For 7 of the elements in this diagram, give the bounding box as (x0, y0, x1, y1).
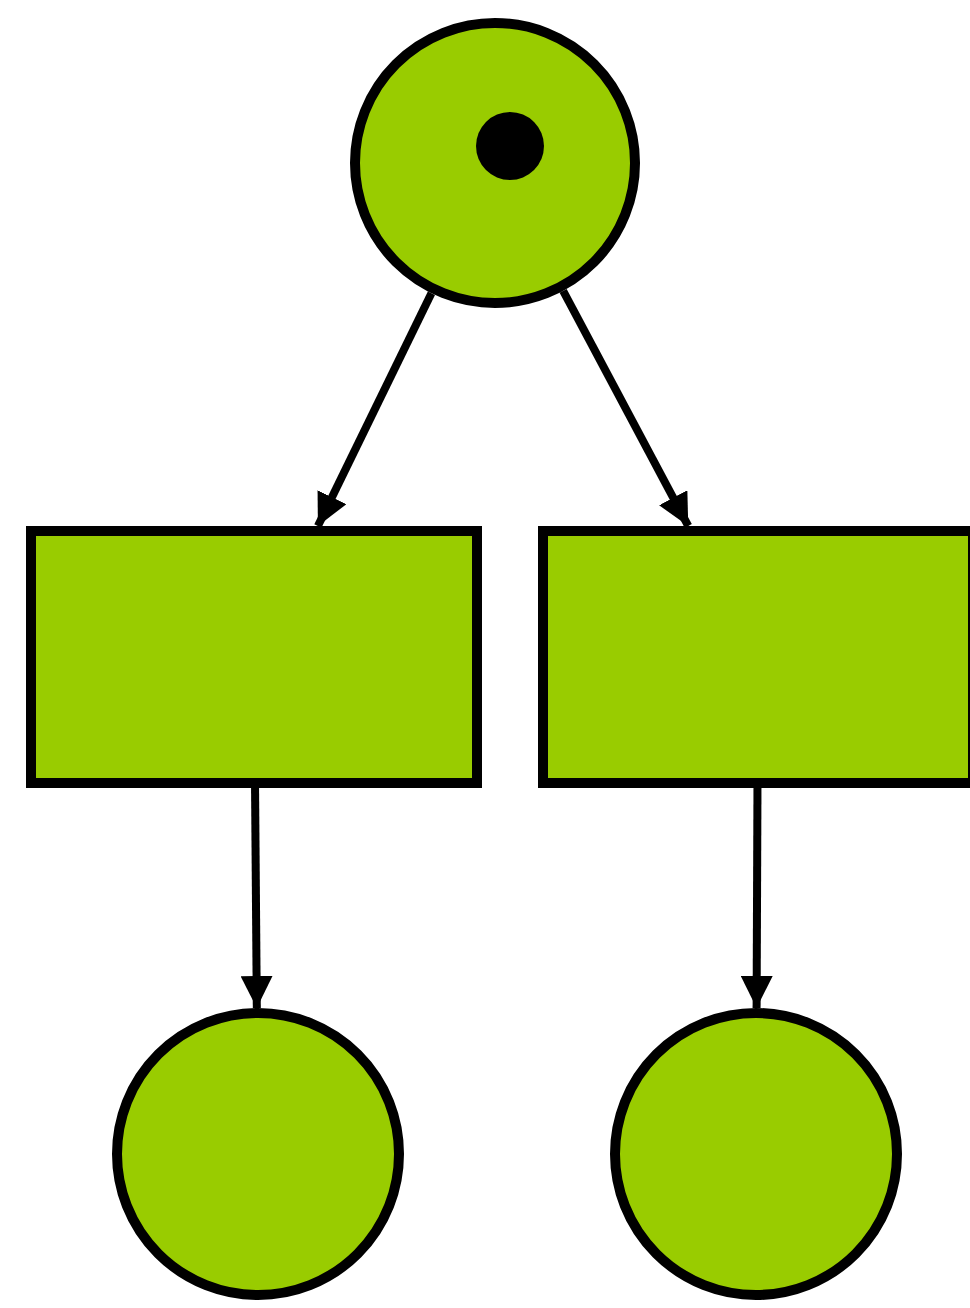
arrow (240, 787, 273, 1009)
token-dot (476, 112, 544, 180)
transition-box (26, 526, 482, 788)
arrow (740, 788, 773, 1008)
transition-box (538, 526, 970, 788)
arrow (314, 291, 435, 528)
arrow (559, 289, 692, 528)
